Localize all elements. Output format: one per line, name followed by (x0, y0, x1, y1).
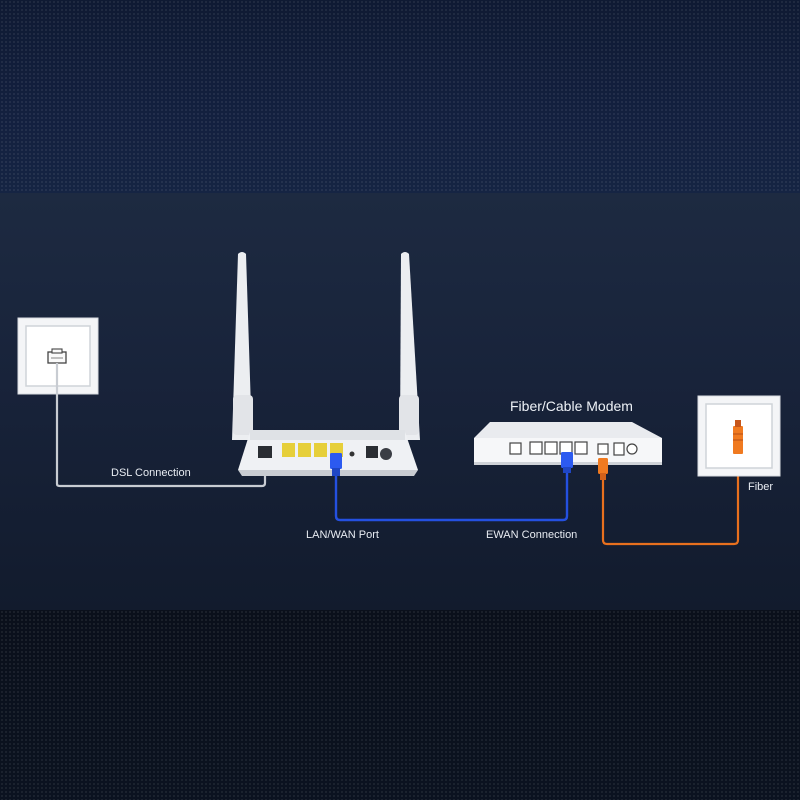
router-ethernet-plug (330, 453, 342, 476)
modem-lan-port-4 (574, 441, 588, 455)
modem-fiber-plug (598, 458, 608, 480)
ewan-connection-label: EWAN Connection (486, 529, 578, 541)
router-lan-port-2 (298, 443, 311, 457)
modem-power-button (626, 443, 638, 455)
modem-ethernet-plug (561, 452, 573, 473)
modem-fiber-port (597, 443, 609, 455)
router-power-button (380, 448, 392, 460)
fiber-wall-plate (697, 395, 781, 477)
router-lan-port-1 (282, 443, 295, 457)
bottom-background-band (0, 610, 800, 800)
modem-lan-port-1 (529, 441, 543, 455)
lan-wan-port-label: LAN/WAN Port (306, 529, 379, 541)
router-reset-hole (349, 451, 355, 457)
router (238, 430, 418, 476)
dsl-cable (55, 363, 267, 488)
modem-phone-port (509, 442, 522, 455)
modem-lan-port-2 (544, 441, 558, 455)
fiber-cable (601, 446, 740, 546)
router-antenna-right (399, 252, 420, 440)
fiber-label: Fiber (748, 481, 774, 493)
top-background-band (0, 0, 800, 193)
modem-title-label: Fiber/Cable Modem (510, 398, 633, 414)
dsl-connection-label: DSL Connection (111, 467, 191, 479)
modem-power-jack (613, 442, 625, 456)
ewan-cable (334, 470, 569, 522)
router-power-jack (366, 446, 378, 458)
router-dsl-port (258, 446, 272, 458)
fiber-connector-icon (733, 420, 743, 454)
router-antenna-left (232, 252, 253, 440)
router-lan-port-3 (314, 443, 327, 457)
